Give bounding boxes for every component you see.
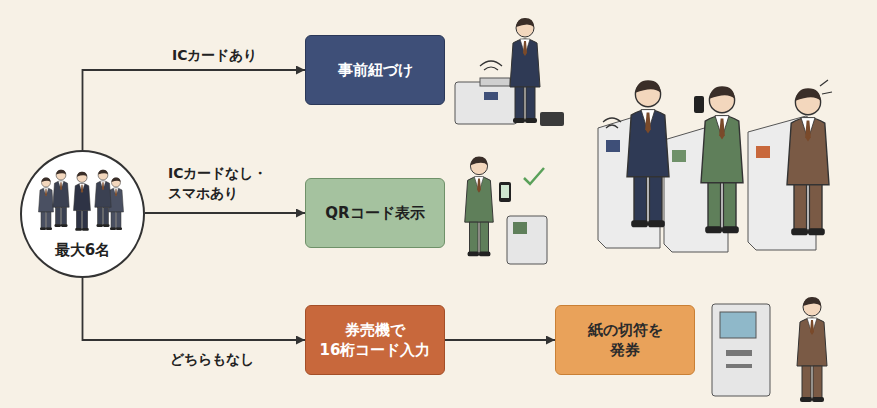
process-box: 事前紐づけ (305, 35, 445, 105)
node-text: 事前紐づけ (338, 60, 413, 80)
node-text: 券売機で 16桁コード入力 (314, 320, 436, 361)
ticket-machine-scene (712, 297, 827, 402)
flow-arrow (145, 212, 305, 214)
flow-arrow (83, 278, 306, 340)
group-circle: 最大6名 (20, 150, 145, 278)
flow-arrow (83, 70, 306, 150)
process-box: 券売機で 16桁コード入力 (305, 305, 445, 375)
process-box: QRコード表示 (305, 178, 445, 248)
gate-row-scene (598, 80, 832, 252)
edge-label: どちらもなし (170, 350, 300, 370)
flow-arrow (445, 339, 555, 341)
qr-scene (465, 157, 547, 264)
node-text: 最大6名 (55, 240, 110, 260)
edge-label: ICカードあり (172, 46, 302, 66)
ic-gate-scene (455, 18, 564, 126)
node-text: QRコード表示 (325, 203, 424, 223)
edge-label: ICカードなし・ スマホあり (168, 164, 298, 203)
output-box: 紙の切符を 発券 (555, 305, 695, 375)
node-text: 紙の切符を 発券 (586, 320, 664, 361)
